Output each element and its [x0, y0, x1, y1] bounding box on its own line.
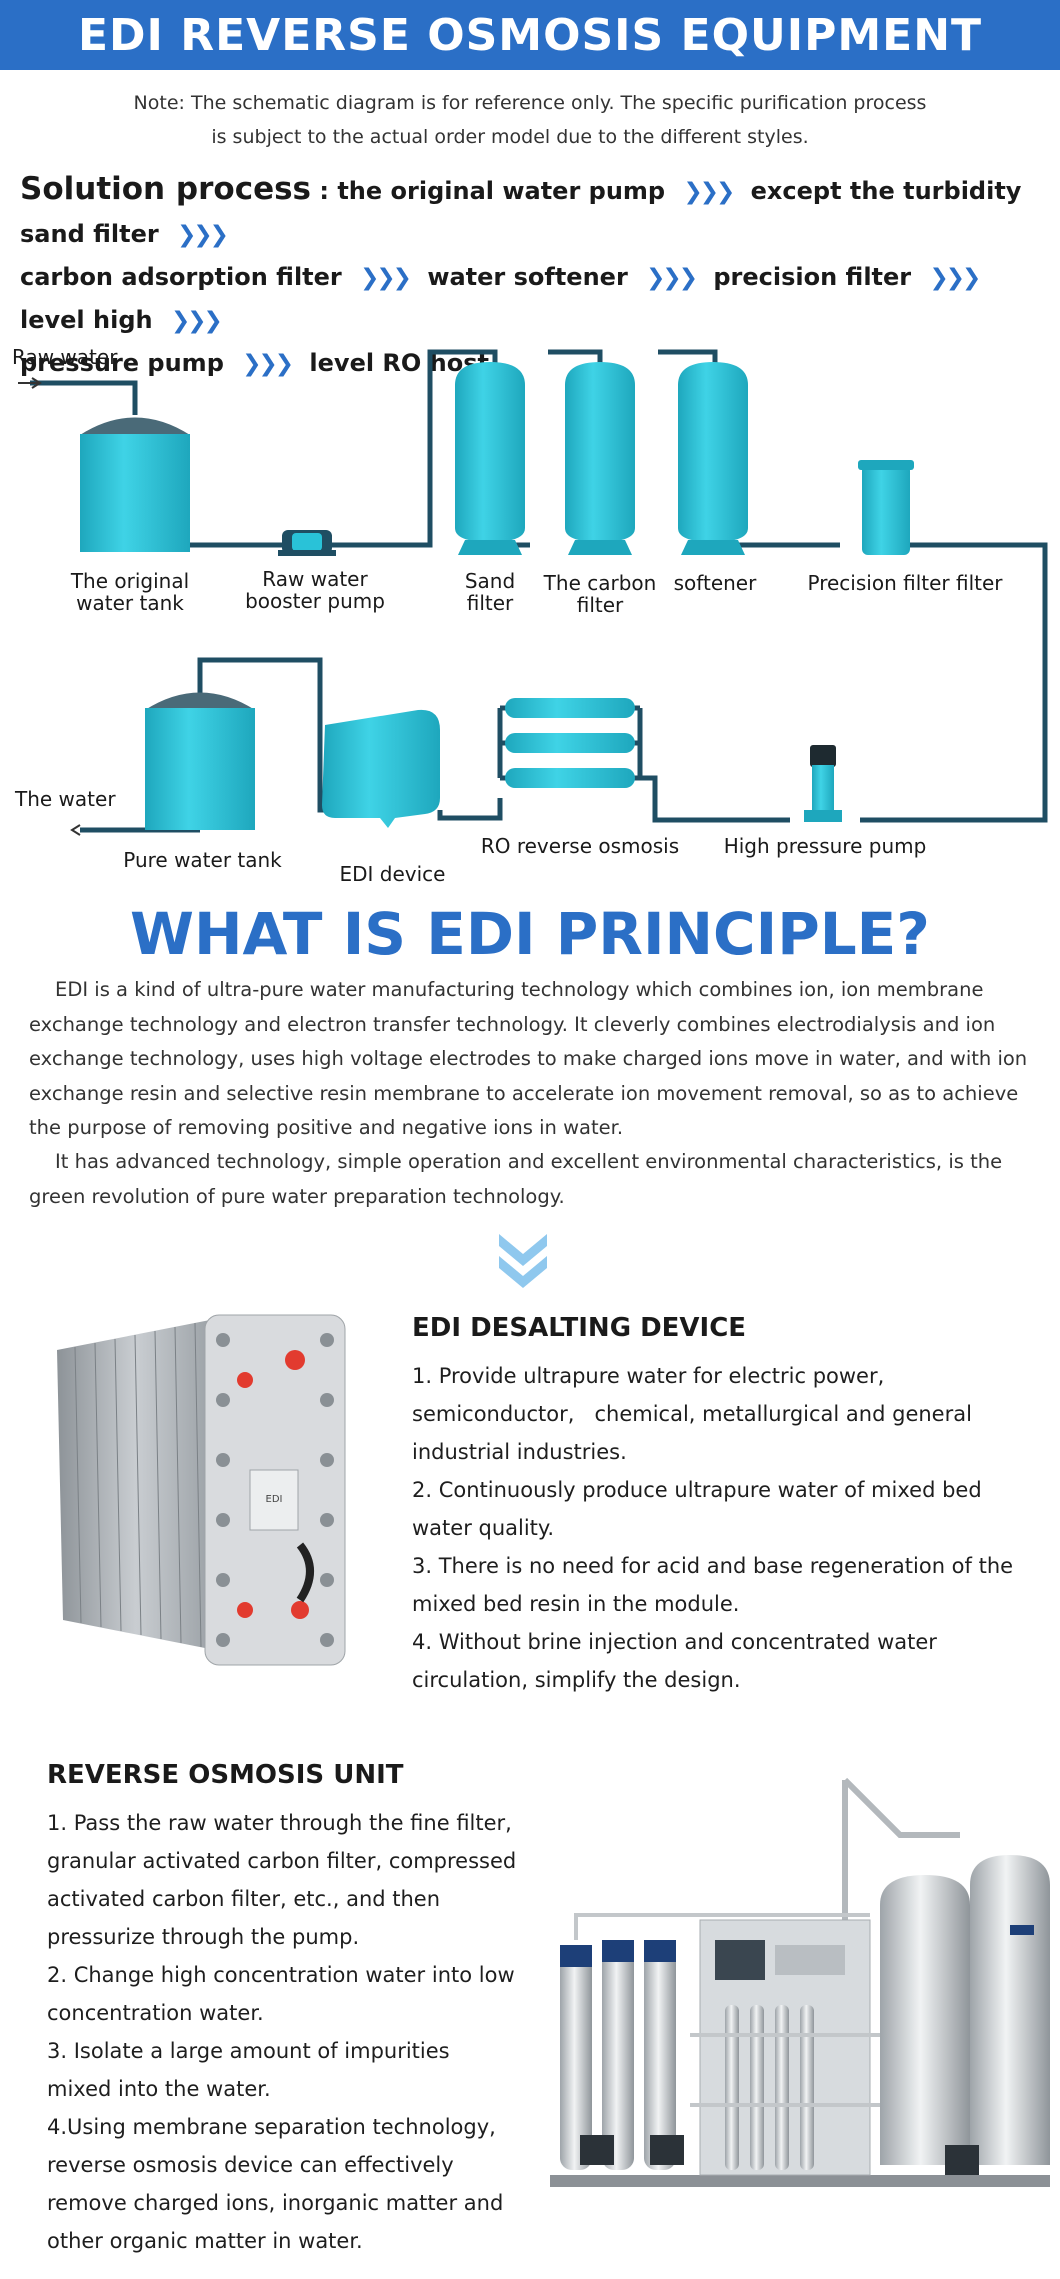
label-softener: softener	[673, 571, 757, 595]
outlet-arrowhead-icon	[70, 824, 81, 836]
ro-unit-heading: REVERSE OSMOSIS UNIT	[47, 1760, 404, 1790]
label-sand-filter: Sand filter	[464, 569, 516, 615]
ro-unit-list: 1. Pass the raw water through the fine f…	[47, 1804, 517, 2260]
process-step: water softener	[427, 263, 628, 291]
chevron-right-icon: ❯❯❯	[646, 265, 698, 291]
label-the-water: The water	[15, 787, 116, 811]
chevron-right-icon: ❯❯❯	[929, 265, 982, 291]
list-item: 3. There is no need for acid and base re…	[412, 1554, 1014, 1616]
label-precision-filter: Precision filter filter	[807, 571, 1003, 595]
edi-device-icon	[322, 709, 440, 828]
chevron-right-icon: ❯❯❯	[242, 351, 294, 377]
booster-pump-icon	[278, 530, 336, 556]
process-step: except the turbidity sand filter	[20, 177, 1022, 248]
process-step: carbon adsorption filter	[20, 263, 342, 291]
process-flow-diagram: Raw water The original water tank Raw wa…	[0, 330, 1060, 890]
process-step: : the original water pump	[319, 177, 666, 205]
edi-module-label: EDI	[266, 1494, 283, 1505]
edi-desalting-list: 1. Provide ultrapure water for electric …	[412, 1357, 1017, 1699]
process-step: pressure pump	[20, 349, 224, 377]
softener-vessel	[678, 362, 748, 555]
list-item: 2. Change high concentration water into …	[47, 1963, 515, 2025]
list-item: 2. Continuously produce ultrapure water …	[412, 1478, 982, 1540]
chevron-right-icon: ❯❯❯	[360, 265, 412, 291]
disclaimer-note: Note: The schematic diagram is for refer…	[0, 86, 1060, 154]
list-item: 1. Pass the raw water through the fine f…	[47, 1811, 517, 1949]
solution-process: Solution process : the original water pu…	[20, 168, 1050, 385]
label-pure-water-tank: Pure water tank	[123, 848, 282, 872]
list-item: 4.Using membrane separation technology, …	[47, 2115, 504, 2253]
carbon-filter-vessel	[565, 362, 635, 555]
list-item: 1. Provide ultrapure water for electric …	[412, 1364, 972, 1464]
ro-equipment-photo	[550, 1777, 1050, 2187]
label-original-tank: The original water tank	[70, 569, 190, 615]
process-step: level high	[20, 306, 153, 334]
label-ro: RO reverse osmosis	[480, 834, 680, 858]
high-pressure-pump-icon	[804, 745, 842, 822]
process-step: precision filter	[713, 263, 912, 291]
inlet-arrowhead-icon	[31, 377, 42, 389]
note-line-2: is subject to the actual order model due…	[211, 126, 809, 148]
chevron-down-icon	[499, 1234, 547, 1288]
page-title: EDI REVERSE OSMOSIS EQUIPMENT	[77, 9, 983, 61]
edi-principle-heading: WHAT IS EDI PRINCIPLE?	[130, 900, 930, 968]
label-carbon-filter: The carbon filter	[543, 571, 657, 617]
list-item: 3. Isolate a large amount of impurities …	[47, 2039, 450, 2101]
process-lead: Solution process	[20, 171, 312, 207]
ro-membranes	[505, 698, 635, 788]
edi-principle-paragraph-1: EDI is a kind of ultra-pure water manufa…	[29, 978, 1028, 1139]
label-edi-device: EDI device	[339, 862, 446, 886]
list-item: 4. Without brine injection and concentra…	[412, 1630, 937, 1692]
original-water-tank	[80, 417, 190, 552]
label-raw-water: Raw water	[12, 345, 118, 369]
pure-water-tank	[145, 692, 255, 830]
edi-desalting-heading: EDI DESALTING DEVICE	[412, 1313, 747, 1343]
sand-filter-vessel	[455, 362, 525, 555]
label-hp-pump: High pressure pump	[723, 834, 927, 858]
label-booster-pump: Raw water booster pump	[245, 567, 385, 613]
edi-module-photo: EDI	[57, 1314, 346, 1666]
chevron-right-icon: ❯❯❯	[683, 179, 735, 205]
chevron-right-icon: ❯❯❯	[177, 222, 229, 248]
precision-filter-vessel	[858, 460, 914, 555]
chevron-right-icon: ❯❯❯	[170, 308, 223, 334]
note-line-1: Note: The schematic diagram is for refer…	[133, 92, 927, 114]
edi-principle-paragraph-2: It has advanced technology, simple opera…	[29, 1150, 1003, 1208]
flow-diagram-svg	[18, 349, 1048, 836]
header-banner: EDI REVERSE OSMOSIS EQUIPMENT	[0, 0, 1060, 70]
